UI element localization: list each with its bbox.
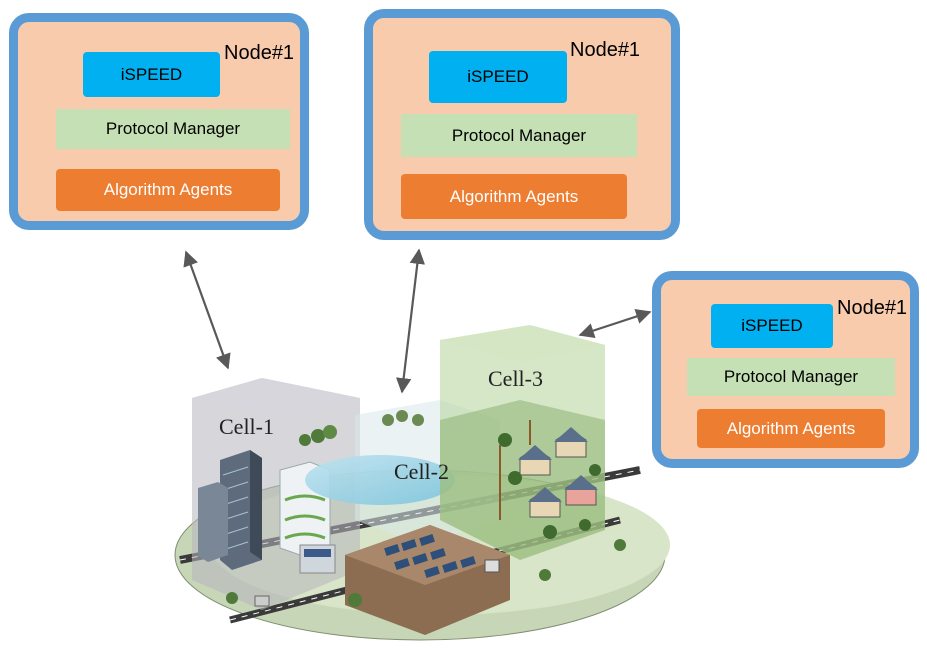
algorithm-agents-box: Algorithm Agents	[697, 409, 885, 448]
node-title: Node#1	[570, 39, 641, 61]
node-title: Node#1	[224, 42, 295, 64]
protocol-manager-box: Protocol Manager	[56, 109, 290, 149]
node-box-1: Node#1 iSPEED Protocol Manager Algorithm…	[9, 13, 309, 230]
arrow-cell1-node1	[183, 250, 231, 370]
ispeed-box: iSPEED	[429, 51, 567, 103]
cell-3-region	[440, 325, 605, 560]
arrow-cell3-node3	[578, 309, 652, 338]
cell-1-label: Cell-1	[219, 414, 274, 439]
node-title: Node#1	[837, 297, 908, 319]
algorithm-agents-box: Algorithm Agents	[401, 174, 627, 219]
cell-1-region	[192, 378, 360, 610]
cell-2-label: Cell-2	[394, 459, 449, 484]
node-box-2: Node#1 iSPEED Protocol Manager Algorithm…	[364, 9, 680, 240]
node-box-3: Node#1 iSPEED Protocol Manager Algorithm…	[652, 271, 919, 468]
protocol-manager-box: Protocol Manager	[687, 358, 895, 396]
arrow-cell2-node2	[396, 248, 425, 394]
ispeed-box: iSPEED	[83, 52, 220, 97]
protocol-manager-box: Protocol Manager	[401, 114, 637, 157]
cell-3-label: Cell-3	[488, 366, 543, 391]
algorithm-agents-box: Algorithm Agents	[56, 169, 280, 211]
ispeed-box: iSPEED	[711, 304, 833, 348]
